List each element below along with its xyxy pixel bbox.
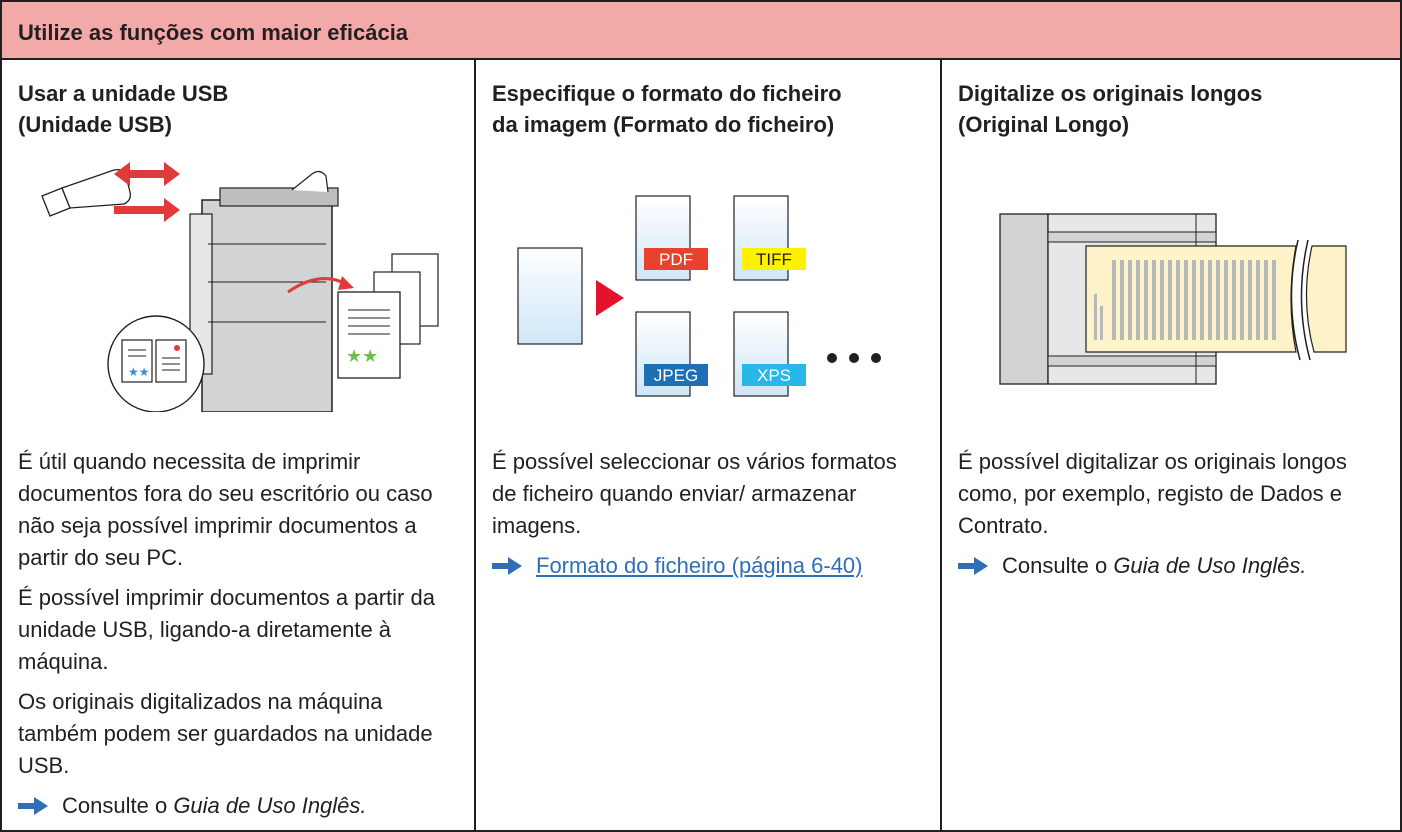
- usb-drive-icon: [41, 168, 132, 217]
- file-label: JPEG: [654, 366, 698, 385]
- column-usb-drive: Usar a unidade USB (Unidade USB): [2, 60, 476, 830]
- description-paragraph: É possível digitalizar os originais long…: [958, 449, 1347, 538]
- file-label: TIFF: [756, 250, 792, 269]
- reference-line: Formato do ficheiro (página 6-40): [492, 550, 863, 582]
- column-description: É útil quando necessita de imprimir docu…: [18, 446, 466, 790]
- reference-guide: Guia de Uso Inglês.: [173, 793, 367, 818]
- right-arrow-icon: [18, 797, 48, 815]
- printed-pages-icon: ★★: [337, 253, 439, 379]
- file-page-icon: XPS: [733, 311, 806, 397]
- convert-arrow-icon: [596, 280, 624, 316]
- scanned-pages-icon: ★★: [107, 315, 205, 412]
- file-page-icon: PDF: [635, 195, 708, 281]
- reference-line: Consulte o Guia de Uso Inglês.: [958, 550, 1307, 582]
- description-paragraph: É possível seleccionar os vários formato…: [492, 449, 897, 538]
- column-title-line: Especifique o formato do ficheiro: [492, 81, 842, 106]
- column-long-original: Digitalize os originais longos (Original…: [942, 60, 1400, 830]
- description-paragraph: É possível imprimir documentos a partir …: [18, 585, 435, 674]
- section-header: Utilize as funções com maior eficácia: [2, 2, 1400, 60]
- column-title-line: (Original Longo): [958, 112, 1130, 137]
- more-formats-icon: [827, 353, 881, 363]
- usb-printing-illustration: ★★ ★★: [41, 162, 439, 412]
- reference-prefix: Consulte o: [1002, 553, 1108, 578]
- file-label: XPS: [757, 366, 791, 385]
- file-label: PDF: [659, 250, 693, 269]
- column-file-format: Especifique o formato do ficheiro da ima…: [476, 60, 942, 830]
- column-title: Usar a unidade USB (Unidade USB): [18, 78, 228, 140]
- description-paragraph: Os originais digitalizados na máquina ta…: [18, 689, 433, 778]
- source-page-icon: [517, 247, 583, 345]
- column-title-line: Digitalize os originais longos: [958, 81, 1263, 106]
- file-page-icon: JPEG: [635, 311, 708, 397]
- reference-line: Consulte o Guia de Uso Inglês.: [18, 790, 367, 822]
- reference-prefix: Consulte o: [62, 793, 168, 818]
- right-arrow-icon: [958, 557, 988, 575]
- right-arrow-icon: [492, 557, 522, 575]
- description-paragraph: É útil quando necessita de imprimir docu…: [18, 449, 433, 570]
- column-title-line: Usar a unidade USB: [18, 81, 229, 106]
- file-page-icon: TIFF: [733, 195, 806, 281]
- svg-text:★★: ★★: [128, 365, 150, 379]
- file-format-illustration: PDF TIFF JPEG XPS: [517, 195, 881, 397]
- long-document-icon: [1085, 239, 1347, 361]
- multifunction-printer-icon: [189, 170, 339, 412]
- svg-text:★★: ★★: [346, 346, 378, 367]
- column-title-line: (Unidade USB): [18, 112, 172, 137]
- section-title: Utilize as funções com maior eficácia: [18, 20, 409, 45]
- column-title: Digitalize os originais longos (Original…: [958, 78, 1262, 140]
- column-title-line: da imagem (Formato do ficheiro): [492, 112, 835, 137]
- reference-guide: Guia de Uso Inglês.: [1113, 553, 1307, 578]
- column-title: Especifique o formato do ficheiro da ima…: [492, 78, 842, 140]
- file-format-link[interactable]: Formato do ficheiro (página 6-40): [536, 553, 863, 578]
- column-description: É possível digitalizar os originais long…: [958, 446, 1388, 550]
- transfer-arrows-icon: [114, 162, 180, 222]
- column-description: É possível seleccionar os vários formato…: [492, 446, 922, 550]
- long-original-illustration: [999, 213, 1347, 385]
